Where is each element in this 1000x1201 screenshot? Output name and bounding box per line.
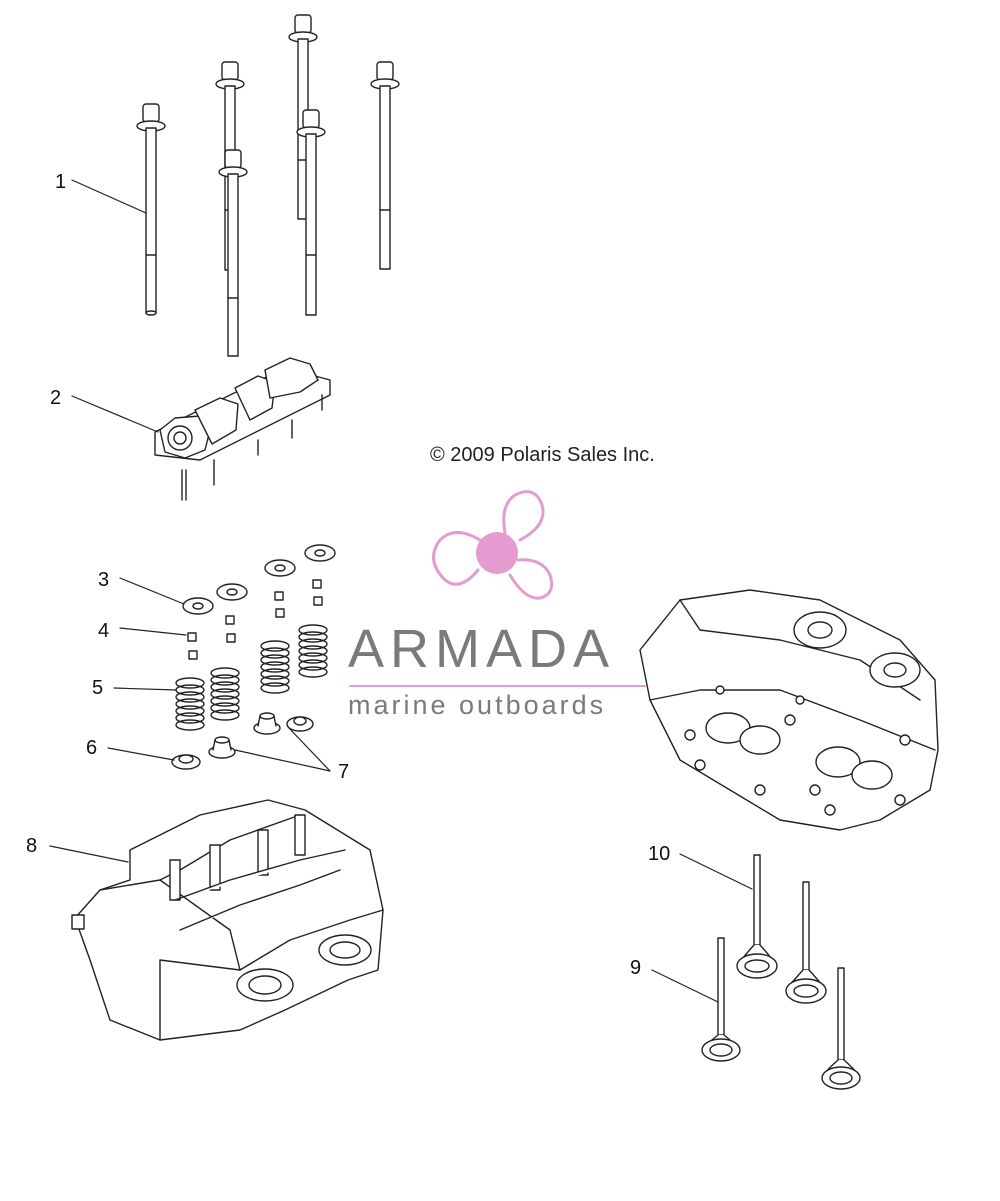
callout-1: 1 — [55, 171, 67, 193]
callout-4: 4 — [98, 620, 110, 642]
watermark-brand-name: ARMADA — [348, 619, 616, 679]
valve-spring — [298, 624, 328, 678]
callout-3: 3 — [98, 569, 110, 591]
cylinder-head-bottom-view — [639, 589, 939, 831]
exhaust-valve — [736, 854, 778, 979]
head-bolt — [218, 149, 248, 357]
valve-spring — [210, 667, 240, 721]
rocker-arm-assembly — [154, 357, 331, 501]
propeller-icon — [432, 490, 554, 600]
valve-spring-group — [175, 624, 328, 731]
cylinder-head-top-view — [71, 799, 384, 1041]
valve-spring — [175, 677, 205, 731]
intake-valve — [821, 967, 861, 1090]
valve-group — [701, 854, 861, 1090]
spring-retainer-group — [182, 544, 336, 615]
valve-keeper-group — [187, 579, 323, 660]
callout-5: 5 — [92, 677, 104, 699]
spring-seat-group — [171, 716, 314, 770]
exhaust-valve — [785, 881, 827, 1004]
watermark-tagline: marine outboards — [348, 690, 607, 720]
leader-lines — [49, 179, 753, 1003]
intake-valve — [701, 937, 741, 1062]
head-bolt — [370, 61, 400, 270]
head-bolt — [136, 103, 166, 316]
callout-2: 2 — [50, 387, 62, 409]
head-bolt — [296, 109, 326, 316]
copyright-notice: © 2009 Polaris Sales Inc. — [430, 444, 655, 466]
callout-8: 8 — [26, 835, 38, 857]
callout-10: 10 — [648, 843, 671, 865]
callout-9: 9 — [630, 957, 642, 979]
valve-spring — [260, 640, 290, 694]
head-bolt-group — [136, 14, 400, 357]
valve-seal-group — [208, 712, 281, 759]
callout-7: 7 — [338, 761, 350, 783]
callout-6: 6 — [86, 737, 98, 759]
